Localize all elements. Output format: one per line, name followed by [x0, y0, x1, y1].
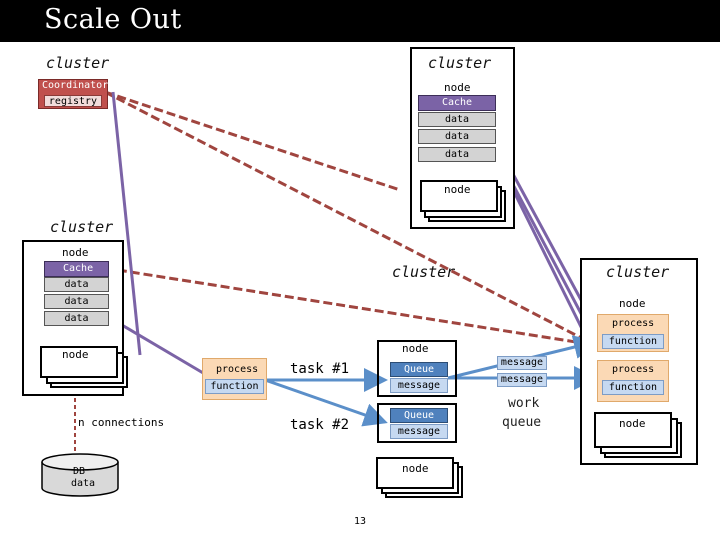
coordinator-link-right [104, 90, 596, 347]
middle-node-label: node [402, 342, 429, 355]
connections-label: n connections [78, 416, 165, 429]
db-label: DB [73, 466, 86, 477]
db-data-label: data [71, 478, 96, 489]
function-cell-right-1: function [602, 334, 664, 349]
queue-message-2: message [390, 424, 448, 439]
data-cell-2: data [418, 129, 496, 144]
function-cell-middle: function [205, 379, 264, 394]
middle-node-stack-label: node [402, 462, 429, 475]
right-node-stack-1 [594, 412, 672, 448]
node-label-stack-top: node [444, 183, 471, 196]
task1-label: task #1 [290, 361, 350, 377]
right-node-stack-label: node [619, 417, 646, 430]
purple-link-left-process [109, 316, 216, 382]
cluster-label-middle: cluster [392, 263, 456, 281]
task2-arrow [264, 378, 388, 427]
node-label-left: node [62, 246, 89, 259]
left-data-cell-3: data [44, 311, 109, 326]
middle-node-stack-1 [376, 457, 454, 489]
cache-cell-left: Cache [44, 261, 109, 277]
page-number: 13 [354, 516, 367, 527]
work-queue-message-2: message [497, 373, 547, 387]
node-label-top-right: node [444, 81, 471, 94]
middle-node-box [377, 340, 457, 397]
purple-link-coordinator-node [111, 91, 142, 356]
left-node-stack-1 [40, 346, 118, 378]
task2-label: task #2 [290, 417, 350, 433]
cache-cell-top-right: Cache [418, 95, 496, 111]
title-bar [0, 0, 720, 42]
cluster-label-top-left: cluster [46, 54, 110, 72]
queue-cell-1: Queue [390, 362, 448, 377]
left-data-cell-1: data [44, 277, 109, 292]
node-label-right: node [619, 297, 646, 310]
work-queue-label-line1: work [508, 396, 540, 411]
process-label-right-2: process [612, 364, 655, 375]
cluster-label-left: cluster [50, 218, 114, 236]
coordinator-label: Coordinator [42, 80, 109, 91]
node-stack-1 [420, 180, 498, 212]
data-cell-1: data [418, 112, 496, 127]
queue-cell-2: Queue [390, 408, 448, 423]
work-queue-message-1: message [497, 356, 547, 370]
cluster-label-right: cluster [606, 263, 670, 281]
process-label-middle: process [216, 364, 259, 375]
registry-cell: registry [44, 95, 102, 107]
data-cell-3: data [418, 147, 496, 162]
left-data-cell-2: data [44, 294, 109, 309]
function-cell-right-2: function [602, 380, 664, 395]
cluster-left-link [104, 266, 596, 347]
cluster-label-top-right: cluster [428, 54, 492, 72]
left-node-label: node [62, 348, 89, 361]
work-queue-label-line2: queue [502, 415, 542, 430]
queue-message-1: message [390, 378, 448, 393]
slide-title: Scale Out [44, 4, 182, 35]
middle-node-box-2 [377, 403, 457, 443]
process-label-right-1: process [612, 318, 655, 329]
